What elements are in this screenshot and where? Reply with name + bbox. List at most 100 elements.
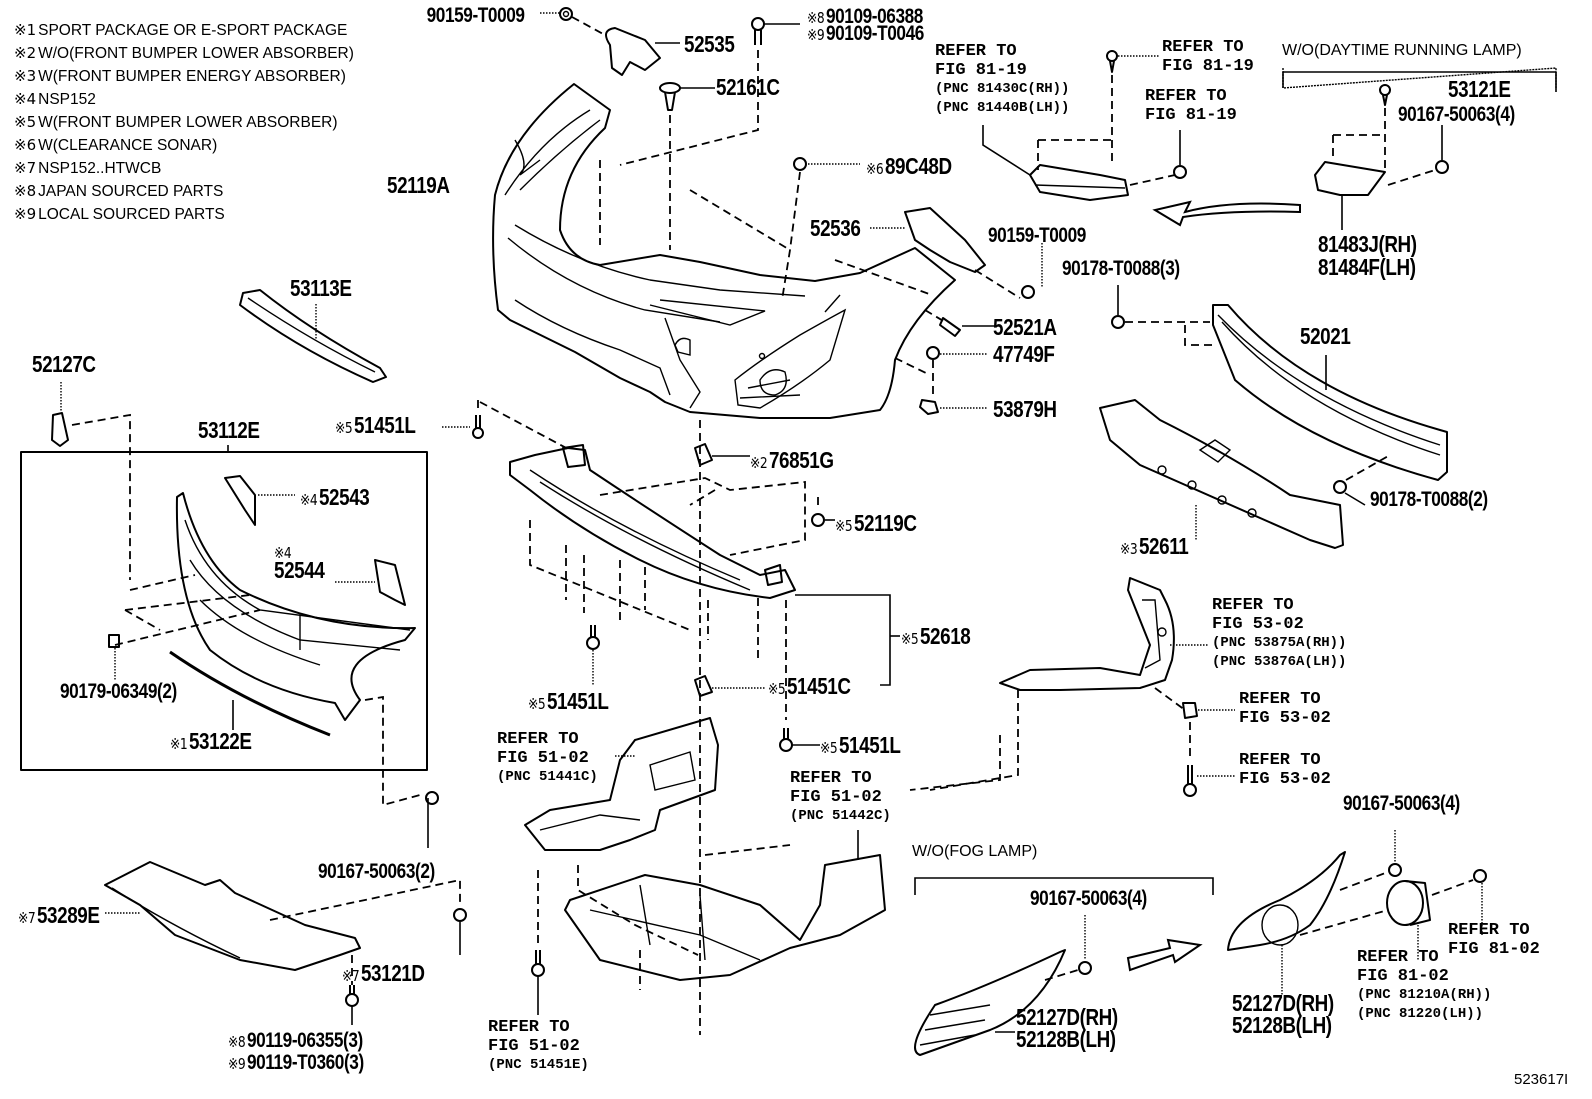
- part-label[interactable]: ※552119C: [835, 511, 917, 538]
- label-text: 53113E: [290, 275, 352, 301]
- label-text: 89C48D: [884, 153, 952, 179]
- part-label[interactable]: 90167-50063(2): [318, 861, 435, 883]
- part-label[interactable]: ※153122E: [170, 729, 252, 756]
- condition-mark: ※3: [1120, 540, 1138, 558]
- part-label[interactable]: 53121E: [1448, 77, 1511, 101]
- part-label[interactable]: 81484F(LH): [1318, 255, 1416, 279]
- part-label[interactable]: 52128B(LH): [1232, 1013, 1332, 1037]
- figure-number: 523617I: [1514, 1071, 1569, 1088]
- label-text: FIG 51-02: [488, 1037, 580, 1056]
- part-label[interactable]: 53113E: [290, 276, 352, 300]
- label-text: W(CLEARANCE SONAR): [38, 137, 218, 154]
- label-text: 51451C: [786, 673, 851, 699]
- part-label[interactable]: 47749F: [993, 342, 1055, 366]
- reinforcement-52021-drawing: [1111, 285, 1448, 506]
- part-label[interactable]: ※551451L: [528, 689, 609, 716]
- part-label[interactable]: ※552618: [901, 624, 971, 651]
- part-label[interactable]: 52536: [810, 216, 861, 240]
- part-label[interactable]: 81483J(RH): [1318, 232, 1417, 256]
- drl-lamp-right-drawing: [1314, 84, 1449, 230]
- part-label[interactable]: 52535: [684, 32, 735, 56]
- label-text: 51451L: [353, 412, 416, 438]
- part-label[interactable]: ※890109-06388: [807, 6, 923, 29]
- part-label[interactable]: ※689C48D: [866, 154, 952, 181]
- condition-mark: ※5: [820, 739, 838, 757]
- part-label[interactable]: 52127C: [32, 352, 96, 376]
- label-text: FIG 81-02: [1357, 967, 1449, 986]
- condition-mark: ※5: [835, 517, 853, 535]
- label-text: (PNC 81220(LH)): [1357, 1006, 1484, 1022]
- part-label[interactable]: 52544: [274, 558, 325, 582]
- condition-mark: ※8: [228, 1033, 246, 1051]
- label-text: 90119-06355(3): [246, 1029, 363, 1052]
- part-label[interactable]: ※551451L: [820, 733, 901, 760]
- label-text: FIG 51-02: [497, 749, 589, 768]
- condition-mark: ※2: [14, 44, 37, 62]
- part-label[interactable]: 53112E: [198, 418, 260, 442]
- part-label[interactable]: ※753289E: [18, 903, 100, 930]
- part-label[interactable]: ※276851G: [750, 448, 834, 475]
- condition-mark: ※1: [170, 735, 188, 753]
- label-text: REFER TO: [790, 769, 872, 788]
- label-text: 52543: [318, 484, 370, 510]
- label-text: FIG 53-02: [1239, 709, 1331, 728]
- part-label[interactable]: 52127D(RH): [1232, 991, 1334, 1015]
- part-label[interactable]: ※753121D: [342, 961, 425, 988]
- part-label[interactable]: 52127D(RH): [1016, 1005, 1118, 1029]
- label-text: NSP152..HTWCB: [38, 160, 162, 177]
- label-text: FIG 53-02: [1239, 770, 1331, 789]
- fender-liner-drawing: [929, 577, 1235, 797]
- part-label[interactable]: 90159-T0009: [988, 225, 1086, 247]
- condition-mark: ※3: [14, 67, 37, 85]
- part-label[interactable]: ※990109-T0046: [807, 23, 924, 46]
- label-text: FIG 81-19: [1162, 57, 1254, 76]
- part-label[interactable]: 52161C: [716, 75, 780, 99]
- part-label[interactable]: ※990119-T0360(3): [228, 1052, 364, 1075]
- under-cover-51442C-drawing: [564, 735, 1001, 990]
- label-text: REFER TO: [1145, 87, 1227, 106]
- part-label[interactable]: 90179-06349(2): [60, 681, 177, 703]
- part-label[interactable]: ※551451C: [768, 674, 851, 701]
- part-label[interactable]: 90167-50063(4): [1343, 793, 1460, 815]
- part-label[interactable]: ※4: [274, 541, 293, 564]
- label-text: (PNC 53875A(RH)): [1212, 635, 1347, 651]
- part-label[interactable]: 90178-T0088(2): [1370, 489, 1488, 511]
- part-label[interactable]: ※452543: [300, 484, 370, 512]
- condition-mark: ※5: [335, 419, 353, 437]
- part-label[interactable]: ※551451L: [335, 412, 416, 440]
- label-text: 53121D: [360, 960, 425, 986]
- part-label[interactable]: 52119A: [387, 173, 450, 197]
- label-text: 53112E: [198, 417, 260, 443]
- label-text: 53879H: [993, 396, 1057, 422]
- part-label[interactable]: ※890119-06355(3): [228, 1030, 363, 1053]
- part-label[interactable]: 52128B(LH): [1016, 1027, 1116, 1051]
- condition-mark: ※5: [768, 680, 786, 698]
- part-label[interactable]: 90159-T0009: [425, 5, 525, 28]
- label-text: REFER TO: [1239, 690, 1321, 709]
- label-text: REFER TO: [1448, 921, 1530, 940]
- label-text: (PNC 51441C): [497, 769, 598, 785]
- part-label[interactable]: 53879H: [993, 397, 1057, 421]
- part-label[interactable]: 52521A: [993, 315, 1057, 339]
- undercover-53289E-drawing: [104, 861, 467, 1025]
- part-label[interactable]: ※352611: [1120, 534, 1189, 561]
- part-label[interactable]: 90167-50063(4): [1030, 888, 1147, 910]
- part-label[interactable]: 90178-T0088(3): [1062, 258, 1180, 280]
- part-label[interactable]: 90167-50063(4): [1398, 104, 1515, 126]
- part-label[interactable]: 52021: [1300, 324, 1351, 348]
